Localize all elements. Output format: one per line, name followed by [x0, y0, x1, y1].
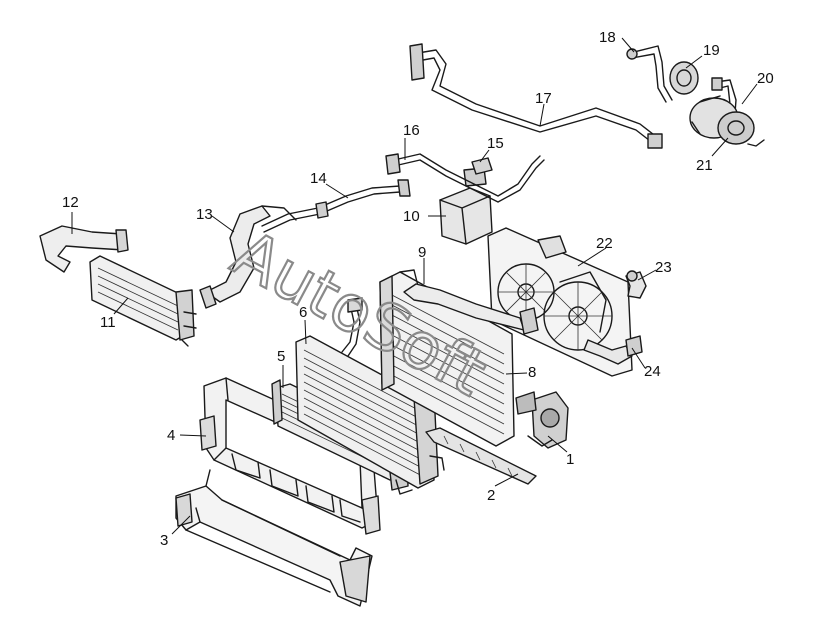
callout-6: 6	[299, 304, 307, 321]
callout-1: 1	[566, 451, 574, 468]
callout-16: 16	[403, 122, 420, 139]
part-air-deflector	[425, 427, 537, 485]
part-fan-radiator-core	[379, 269, 515, 447]
callout-13: 13	[196, 206, 213, 223]
callout-14: 14	[310, 170, 327, 187]
callout-labels: 1 2 3 4 5 6 8 9 10 11 12 13 14 15 16 17 …	[62, 29, 774, 549]
callout-15: 15	[487, 135, 504, 152]
part-oil-cooler	[89, 255, 197, 347]
callout-11: 11	[100, 314, 116, 331]
callout-22: 22	[596, 235, 613, 252]
part-upper-radiator-hose	[403, 283, 539, 335]
callout-21: 21	[696, 157, 713, 174]
callout-3: 3	[160, 532, 168, 549]
callout-23: 23	[655, 259, 672, 276]
part-heater-hose	[39, 225, 129, 273]
callout-5: 5	[277, 348, 285, 365]
part-vent-pipe	[385, 153, 545, 203]
callout-19: 19	[703, 42, 720, 59]
part-lower-radiator-hose	[199, 205, 297, 309]
callout-20: 20	[757, 70, 774, 87]
callout-9: 9	[418, 244, 426, 261]
part-compressor	[689, 95, 765, 147]
callout-12: 12	[62, 194, 79, 211]
callout-2: 2	[487, 487, 495, 504]
part-thermostat-housing	[515, 391, 569, 449]
part-pulley	[669, 61, 699, 95]
part-lower-hose-right	[583, 335, 643, 365]
part-ac-pipe	[409, 43, 663, 149]
callout-24: 24	[644, 363, 661, 380]
part-expansion-cap	[471, 157, 493, 175]
part-ac-hose	[626, 45, 673, 103]
callout-4: 4	[167, 427, 175, 444]
leader-lines	[71, 37, 758, 535]
callout-17: 17	[535, 90, 552, 107]
part-lower-support-beam	[175, 469, 373, 607]
callout-10: 10	[403, 208, 420, 225]
part-heater-pipe	[261, 179, 411, 233]
part-bleed-hose	[341, 297, 363, 357]
callout-18: 18	[599, 29, 616, 46]
part-small-hose	[625, 270, 647, 299]
part-radiator	[295, 335, 445, 489]
callout-8: 8	[528, 364, 536, 381]
